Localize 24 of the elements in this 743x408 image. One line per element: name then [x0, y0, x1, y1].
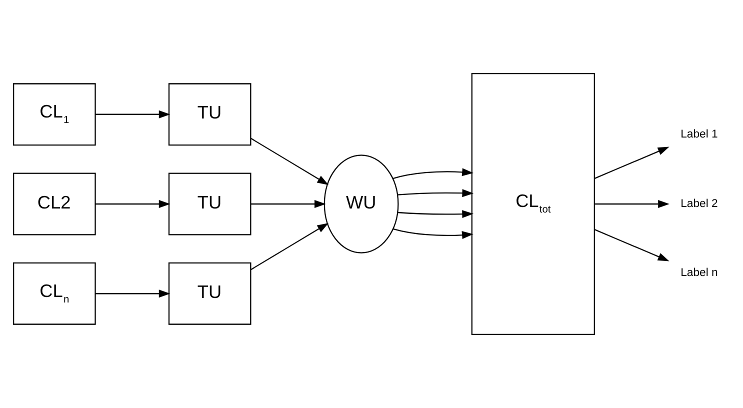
arrow [398, 189, 474, 198]
arrow [250, 222, 329, 270]
arrow [398, 210, 474, 218]
node-box: CL$_{tot}$ [471, 72, 595, 336]
arrow [392, 168, 474, 180]
node-box: CL$_{n}$ [13, 262, 96, 325]
node-ellipse: WU [324, 154, 399, 254]
node-box: TU [168, 172, 252, 236]
arrow [594, 229, 670, 262]
arrow [250, 200, 326, 208]
arrow [393, 228, 474, 240]
arrow [594, 200, 670, 208]
node-text: Label n [680, 267, 718, 280]
node-box: CL2 [13, 172, 96, 236]
arrow [594, 146, 670, 179]
node-box: TU [168, 83, 252, 146]
arrow [250, 138, 329, 186]
arrow [95, 110, 170, 118]
arrow [95, 200, 170, 208]
node-text: Label 2 [680, 198, 718, 210]
node-text: Label 1 [680, 128, 718, 141]
arrow [95, 290, 170, 298]
node-box: CL$_{1}$ [13, 83, 96, 146]
node-box: TU [168, 262, 252, 325]
